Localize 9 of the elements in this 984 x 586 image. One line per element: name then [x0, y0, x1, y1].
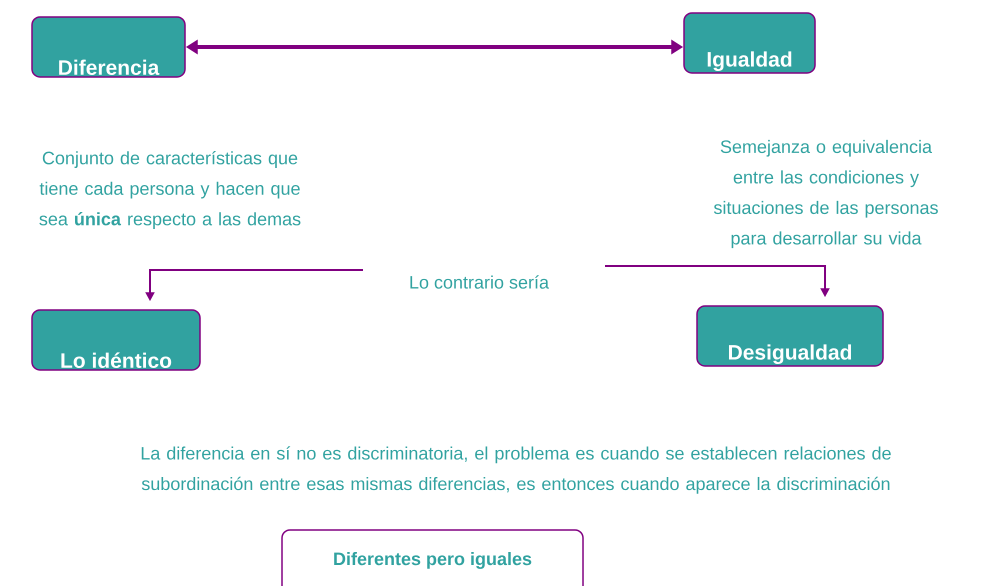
connector-text: Lo contrario sería: [410, 275, 549, 289]
concept-box: Igualdad: [683, 12, 816, 74]
concept-box: Lo idéntico: [31, 309, 201, 371]
title-box: Diferentes pero iguales: [281, 529, 584, 586]
concept-box: Diferencia: [31, 16, 186, 78]
description-text: La diferencia en sí no es discriminatoria, el problema es cuando se establecen relaciones de subordinación entre esas mismas diferencias, es entonces cuando aparece la discriminación: [142, 446, 891, 494]
description-text: Semejanza o equivalencia entre las condiciones y situaciones de las personas para desarrollar su vida: [714, 140, 938, 248]
concept-box: Desigualdad: [696, 305, 884, 367]
description-text: Conjunto de características que tiene cada persona y hacen que sea única respecto a las demas: [39, 151, 300, 229]
